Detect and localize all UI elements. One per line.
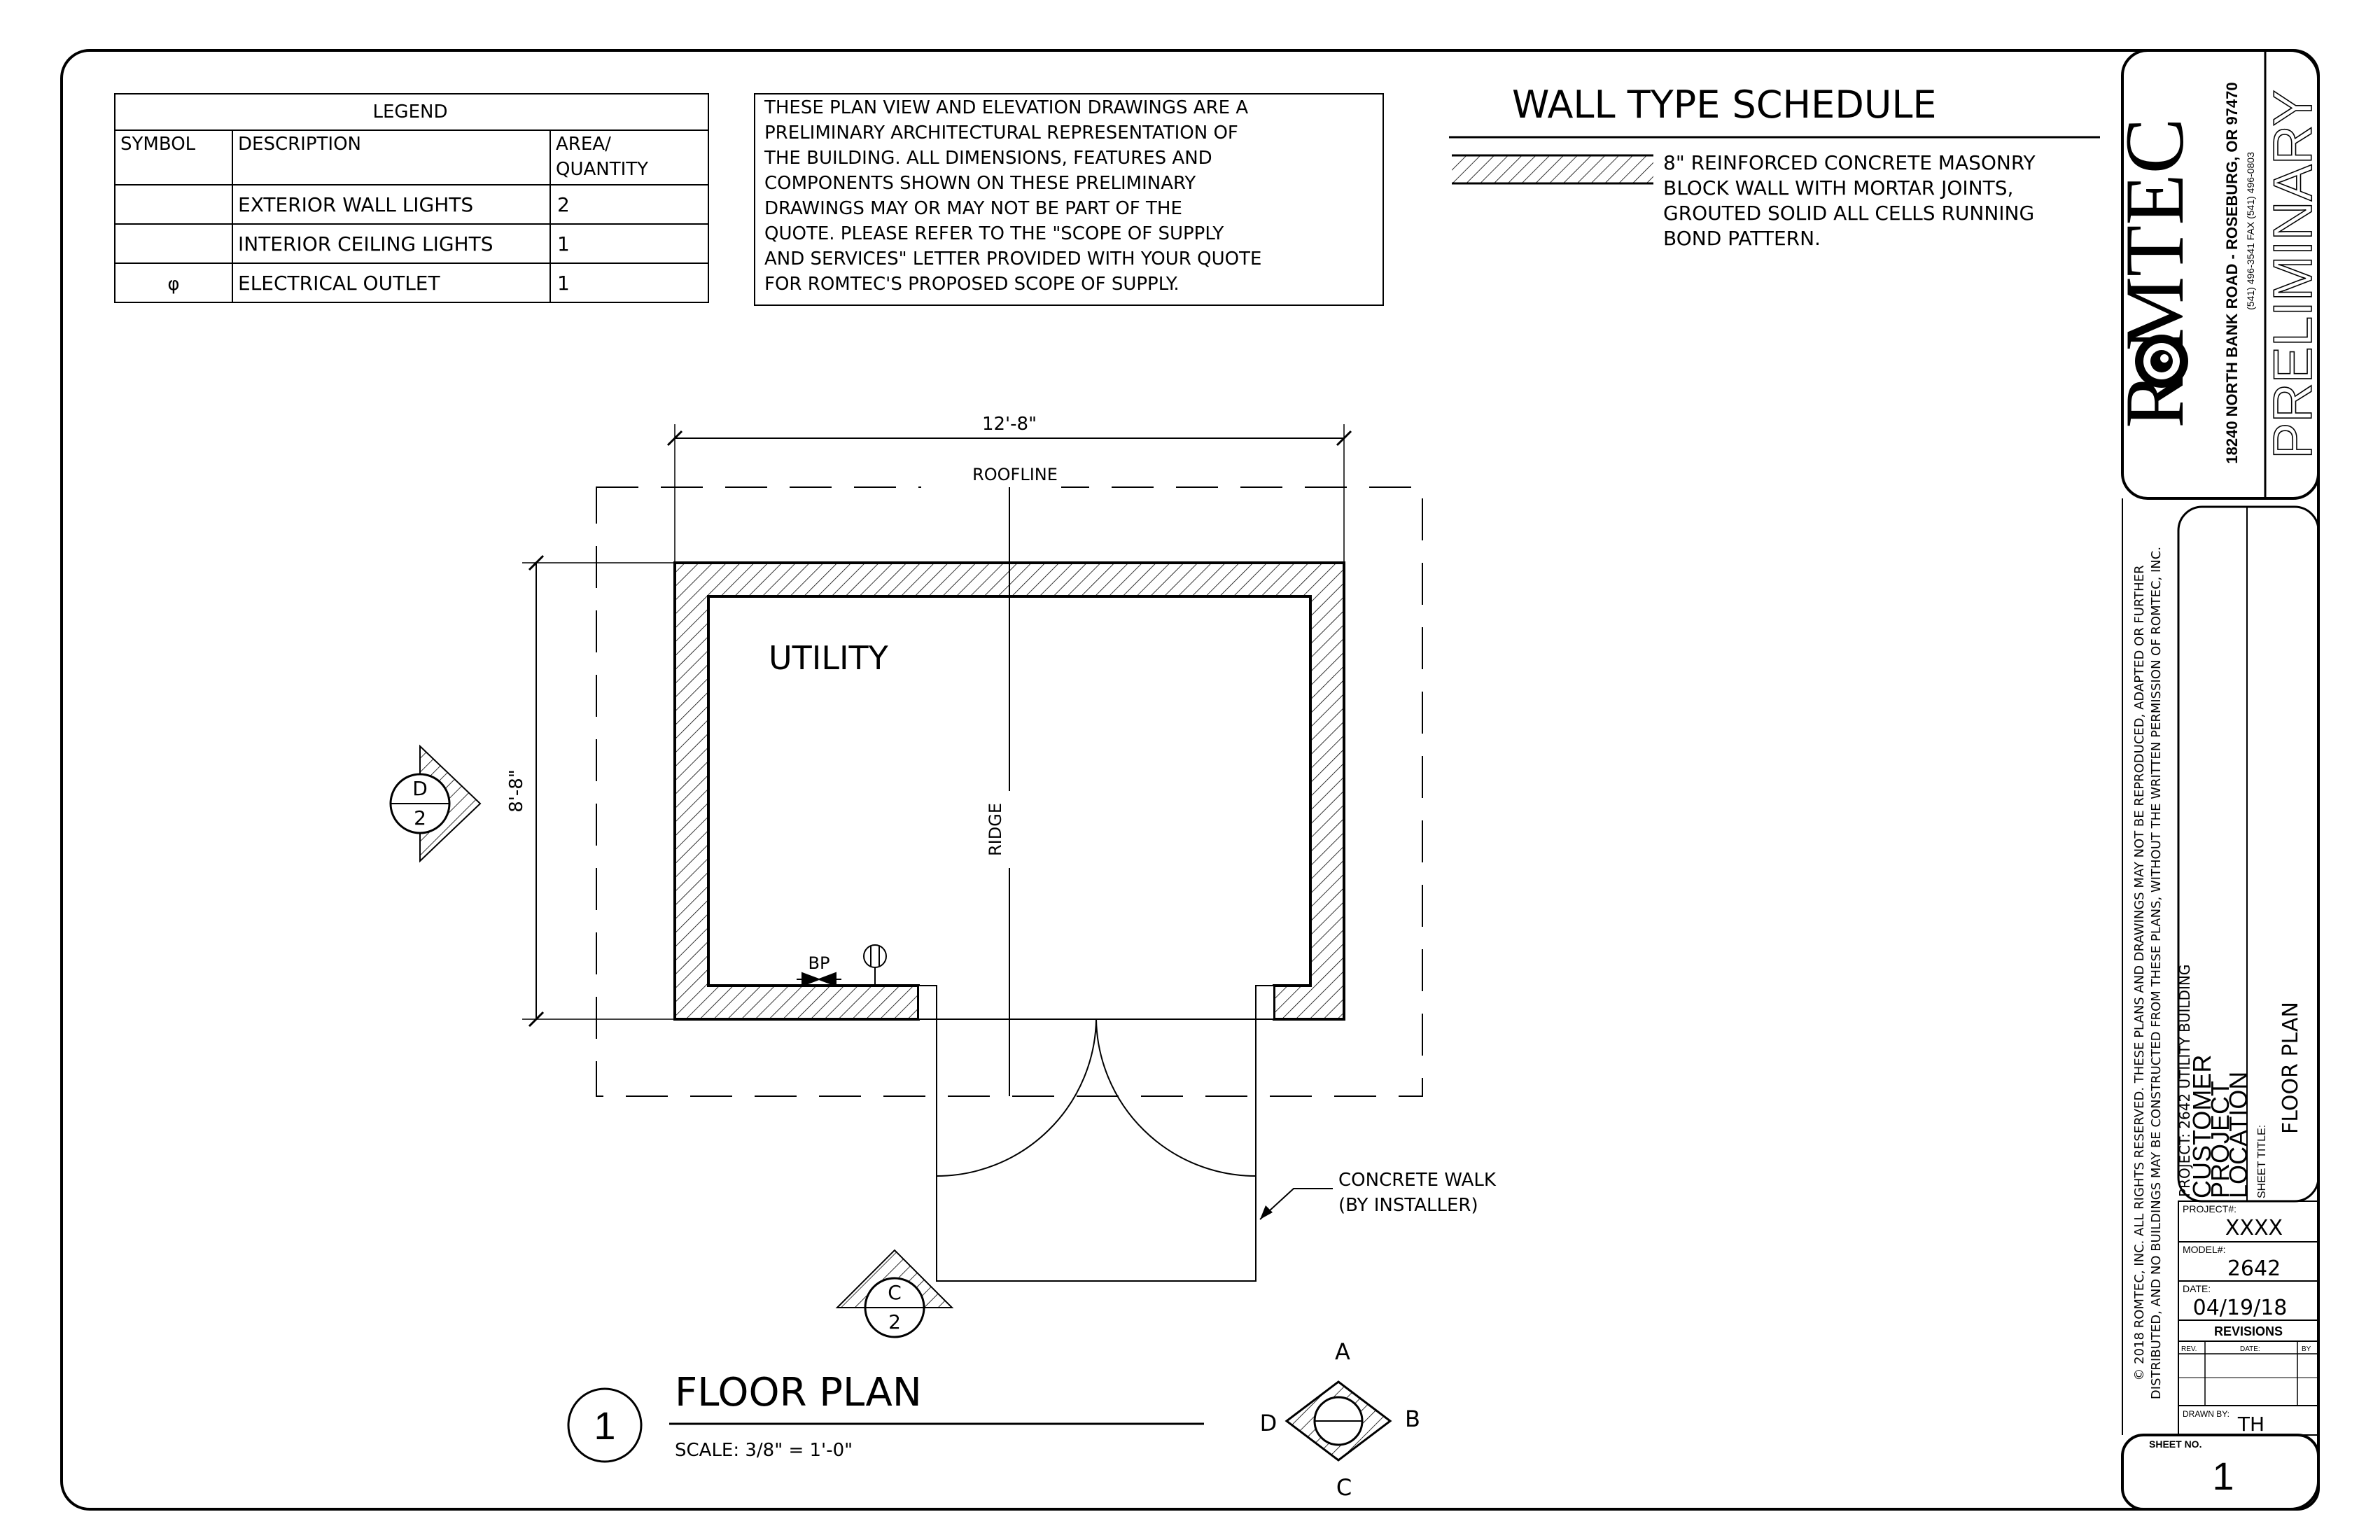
company-logo-swirl-icon	[2135, 335, 2188, 388]
door-right-swing	[1096, 1018, 1256, 1177]
legend-header-description: DESCRIPTION	[238, 134, 361, 155]
legend-row-qty: 1	[557, 232, 570, 255]
disclaimer-line: AND SERVICES" LETTER PROVIDED WITH YOUR …	[764, 248, 1261, 270]
svg-text:B: B	[1405, 1406, 1420, 1432]
section-marker-d: D 2	[389, 744, 482, 863]
outlet-plan-icon	[863, 944, 887, 986]
legend-row-description: EXTERIOR WALL LIGHTS	[238, 193, 473, 216]
disclaimer-line: PRELIMINARY ARCHITECTURAL REPRESENTATION…	[764, 122, 1238, 144]
roofline-label: ROOFLINE	[972, 465, 1058, 484]
location-name: LOCATION	[2224, 1072, 2253, 1198]
legend-table: LEGEND SYMBOL DESCRIPTION AREA/ QUANTITY…	[114, 93, 709, 303]
floor-plan: 12'-8" 8'-8" ROOFLINE RIDGE UTILITY BP	[389, 414, 1497, 1338]
room-label: UTILITY	[769, 639, 889, 677]
section-marker-c: C 2	[835, 1249, 954, 1338]
project-no: XXXX	[2225, 1216, 2283, 1240]
legend-row-qty: 1	[557, 272, 570, 295]
wall-schedule-line: 8" REINFORCED CONCRETE MASONRY	[1663, 151, 2036, 174]
wall-schedule-line: BOND PATTERN.	[1663, 227, 1821, 250]
rev-by-label: BY	[2302, 1345, 2311, 1353]
svg-text:A: A	[1335, 1338, 1350, 1365]
project-no-label: PROJECT#:	[2183, 1203, 2236, 1214]
rev-col-label: REV.	[2181, 1345, 2197, 1353]
legend-header-area: AREA/	[556, 134, 611, 155]
disclaimer-line: COMPONENTS SHOWN ON THESE PRELIMINARY	[764, 173, 1196, 194]
copyright-line: DISTRIBUTED, AND NO BUILDINGS MAY BE CON…	[2149, 547, 2164, 1399]
customer-name: CUSTOMER	[2188, 1055, 2216, 1198]
depth-dimension-label: 8'-8"	[506, 769, 527, 813]
copyright-line: © 2018 ROMTEC, INC. ALL RIGHTS RESERVED.…	[2132, 565, 2147, 1380]
legend-header-symbol: SYMBOL	[120, 134, 196, 155]
walk-leader	[1259, 1188, 1333, 1220]
svg-text:2: 2	[414, 806, 426, 830]
model-label: MODEL#:	[2183, 1244, 2225, 1255]
elevation-compass-icon: A B C D	[1260, 1338, 1420, 1501]
wall-hatch-swatch	[1452, 155, 1653, 183]
sheet-title-label: SHEET TITLE:	[2256, 1125, 2268, 1198]
company-address: 18240 NORTH BANK ROAD - ROSEBURG, OR 974…	[2223, 82, 2241, 463]
date-value: 04/19/18	[2193, 1296, 2288, 1320]
rev-date-label: DATE:	[2240, 1345, 2260, 1353]
wall-type-schedule: WALL TYPE SCHEDULE 8" REINFORCED CONCRET…	[1449, 83, 2100, 250]
bp-label: BP	[808, 953, 830, 973]
revisions-header: REVISIONS	[2214, 1324, 2283, 1338]
outlet-symbol-icon: φ	[167, 274, 179, 295]
concrete-walk	[936, 1018, 1256, 1282]
wall-schedule-line: BLOCK WALL WITH MORTAR JOINTS,	[1663, 176, 2013, 200]
walk-note: (BY INSTALLER)	[1338, 1195, 1478, 1216]
svg-text:D: D	[1260, 1410, 1278, 1436]
disclaimer-line: THE BUILDING. ALL DIMENSIONS, FEATURES A…	[764, 148, 1212, 169]
svg-text:C: C	[888, 1281, 902, 1304]
legend-header-quantity: QUANTITY	[556, 159, 648, 180]
disclaimer-line: QUOTE. PLEASE REFER TO THE "SCOPE OF SUP…	[764, 223, 1224, 244]
svg-text:2: 2	[888, 1310, 901, 1334]
drawn-by-label: DRAWN BY:	[2183, 1409, 2230, 1419]
project-name: PROJECT	[2206, 1081, 2234, 1198]
svg-text:D: D	[412, 777, 428, 800]
date-label: DATE:	[2183, 1283, 2211, 1294]
title-block: R MTEC 18240 NORTH BANK ROAD - ROSEBURG,…	[2108, 49, 2324, 1511]
legend-title: LEGEND	[373, 102, 448, 122]
project-line: PROJECT: 2642 UTILITY BUILDING	[2176, 965, 2193, 1197]
door-left-swing	[936, 1018, 1097, 1177]
drawn-by: TH	[2237, 1413, 2264, 1436]
ridge-label: RIDGE	[986, 803, 1005, 856]
walk-note: CONCRETE WALK	[1338, 1170, 1497, 1191]
drawing-title-text: FLOOR PLAN	[675, 1370, 922, 1415]
disclaimer-note: THESE PLAN VIEW AND ELEVATION DRAWINGS A…	[754, 93, 1384, 306]
drawing-title: 1 FLOOR PLAN SCALE: 3/8" = 1'-0"	[567, 1370, 1204, 1463]
sheet-title: FLOOR PLAN	[2278, 1002, 2303, 1134]
disclaimer-line: DRAWINGS MAY OR MAY NOT BE PART OF THE	[764, 198, 1182, 219]
preliminary-stamp: PRELIMINARY	[2262, 90, 2323, 458]
drawing-scale: SCALE: 3/8" = 1'-0"	[675, 1440, 853, 1461]
svg-text:C: C	[1336, 1474, 1352, 1501]
company-phone: (541) 496-3541 FAX (541) 496-0803	[2245, 152, 2256, 310]
sheet-no: 1	[2212, 1454, 2234, 1498]
legend-row-qty: 2	[557, 193, 570, 216]
drawing-number: 1	[594, 1404, 615, 1448]
disclaimer-line: THESE PLAN VIEW AND ELEVATION DRAWINGS A…	[764, 97, 1248, 118]
model-no: 2642	[2227, 1256, 2281, 1281]
legend-row-description: INTERIOR CEILING LIGHTS	[238, 232, 493, 255]
width-dimension-label: 12'-8"	[982, 414, 1037, 435]
wall-schedule-title: WALL TYPE SCHEDULE	[1512, 83, 1937, 127]
legend-row-description: ELECTRICAL OUTLET	[238, 272, 440, 295]
wall-schedule-line: GROUTED SOLID ALL CELLS RUNNING	[1663, 202, 2034, 225]
disclaimer-line: FOR ROMTEC'S PROPOSED SCOPE OF SUPPLY.	[764, 274, 1180, 295]
sheet-no-label: SHEET NO.	[2149, 1438, 2202, 1450]
